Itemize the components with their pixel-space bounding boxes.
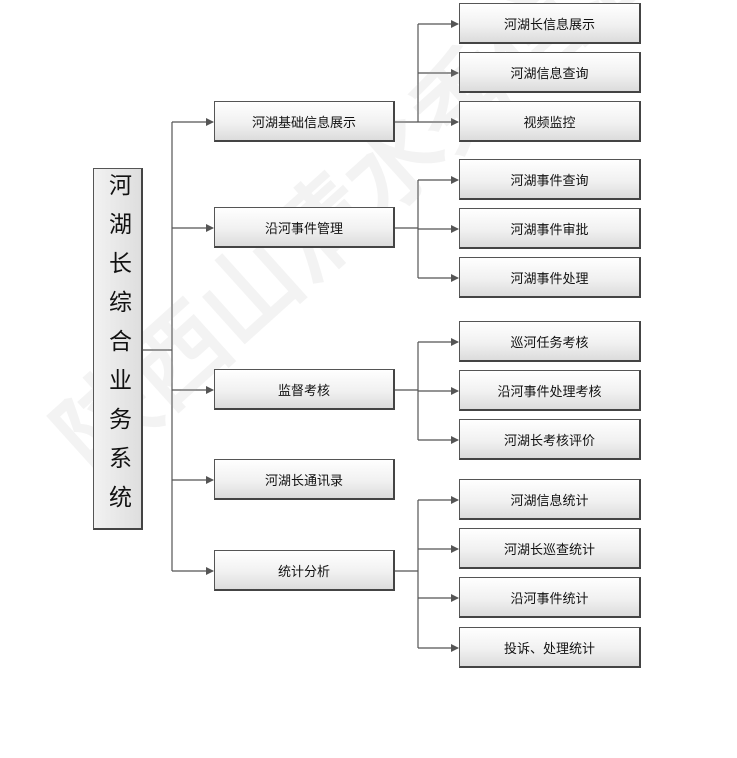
module-label: 沿河事件管理 <box>264 221 343 237</box>
module-supervision-assessment: 监督考核 <box>214 369 395 410</box>
root-system-box: 河湖长综合业务系统 <box>93 168 143 530</box>
leaf-river-event-approval: 河湖事件审批 <box>459 208 641 249</box>
leaf-label: 河湖信息查询 <box>510 66 589 82</box>
leaf-label: 河湖长巡查统计 <box>503 542 595 558</box>
leaf-label: 河湖事件处理 <box>510 271 589 287</box>
module-label: 河湖基础信息展示 <box>251 115 356 131</box>
leaf-event-handling-assessment: 沿河事件处理考核 <box>459 370 641 411</box>
leaf-complaint-handling-statistics: 投诉、处理统计 <box>459 627 641 668</box>
root-system-label: 河湖长综合业务系统 <box>104 173 131 524</box>
leaf-video-monitoring: 视频监控 <box>459 101 641 142</box>
module-statistical-analysis: 统计分析 <box>214 550 395 591</box>
module-river-chief-directory: 河湖长通讯录 <box>214 459 395 500</box>
leaf-patrol-task-assessment: 巡河任务考核 <box>459 321 641 362</box>
module-river-info-display: 河湖基础信息展示 <box>214 101 395 142</box>
leaf-river-event-query: 河湖事件查询 <box>459 159 641 200</box>
leaf-label: 河湖事件审批 <box>510 222 589 238</box>
module-label: 监督考核 <box>277 383 330 399</box>
leaf-label: 巡河任务考核 <box>510 335 589 351</box>
module-river-event-management: 沿河事件管理 <box>214 207 395 248</box>
leaf-river-event-handling: 河湖事件处理 <box>459 257 641 298</box>
leaf-river-chief-evaluation: 河湖长考核评价 <box>459 419 641 460</box>
leaf-label: 河湖事件查询 <box>510 173 589 189</box>
leaf-label: 视频监控 <box>523 115 576 131</box>
leaf-river-info-query: 河湖信息查询 <box>459 52 641 93</box>
leaf-label: 河湖信息统计 <box>510 493 589 509</box>
module-label: 河湖长通讯录 <box>264 473 343 489</box>
leaf-label: 河湖长信息展示 <box>503 17 595 33</box>
leaf-river-event-statistics: 沿河事件统计 <box>459 577 641 618</box>
leaf-river-info-statistics: 河湖信息统计 <box>459 479 641 520</box>
leaf-label: 河湖长考核评价 <box>503 433 595 449</box>
leaf-river-chief-info-display: 河湖长信息展示 <box>459 3 641 44</box>
module-label: 统计分析 <box>277 564 330 580</box>
leaf-label: 沿河事件统计 <box>510 591 589 607</box>
leaf-river-chief-patrol-statistics: 河湖长巡查统计 <box>459 528 641 569</box>
leaf-label: 沿河事件处理考核 <box>497 384 602 400</box>
leaf-label: 投诉、处理统计 <box>503 641 595 657</box>
